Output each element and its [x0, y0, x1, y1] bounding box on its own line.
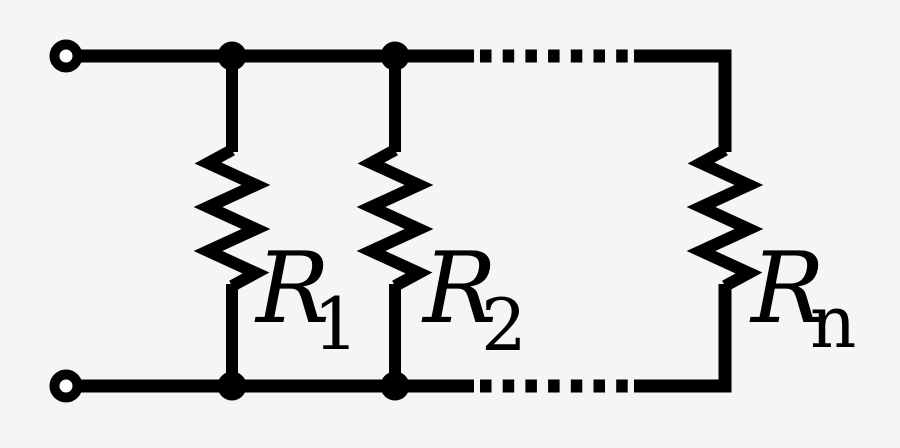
junction-dot-top-1 — [217, 41, 247, 71]
top-right-corner-wire — [634, 49, 732, 152]
junction-dot-bottom-1 — [217, 371, 247, 401]
branch-resistor-2 — [356, 56, 434, 386]
resistor-1-label-subscript: 1 — [313, 282, 359, 366]
terminal-top-icon — [49, 39, 83, 73]
branch-resistor-n — [686, 144, 764, 292]
resistor-n-label-base: R — [749, 232, 825, 346]
resistor-2-label-subscript: 2 — [481, 283, 527, 367]
resistor-n-zigzag-icon — [686, 144, 764, 292]
resistor-n-label-subscript: n — [810, 280, 856, 364]
resistor-1-label: R 1 — [254, 232, 359, 366]
resistor-2-label-base: R — [421, 232, 497, 346]
resistor-2-label: R 2 — [421, 232, 527, 367]
resistor-1-label-base: R — [254, 232, 330, 346]
resistor-n-label: R n — [749, 232, 856, 364]
bottom-rail — [78, 284, 732, 393]
junction-dot-top-2 — [380, 41, 410, 71]
branch-resistor-1 — [193, 56, 271, 386]
resistor-1-zigzag-icon — [193, 144, 271, 292]
resistor-2-zigzag-icon — [356, 144, 434, 292]
junction-dot-bottom-2 — [380, 371, 410, 401]
top-rail — [78, 49, 732, 152]
terminal-bottom-icon — [49, 369, 83, 403]
bottom-right-corner-wire — [634, 284, 732, 393]
